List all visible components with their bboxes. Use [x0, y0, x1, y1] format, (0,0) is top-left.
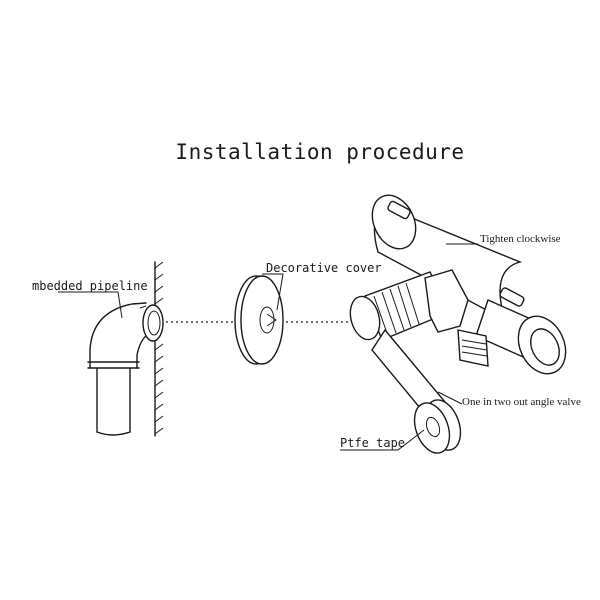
leader-ptfe-tape	[340, 429, 425, 451]
leader-decorative-cover	[262, 273, 284, 311]
wall	[154, 261, 164, 437]
label-angle-valve: One in two out angle valve	[462, 396, 581, 408]
label-ptfe-tape: Ptfe tape	[340, 436, 406, 450]
page-title: Installation procedure	[175, 140, 465, 164]
ptfe-tape-part	[371, 328, 462, 454]
leader-embedded-pipeline	[58, 291, 123, 319]
label-tighten-clockwise: Tighten clockwise	[480, 233, 561, 245]
decorative-cover-part	[234, 275, 284, 365]
angle-valve-part	[349, 194, 567, 375]
label-decorative-cover: Decorative cover	[266, 261, 382, 275]
leader-angle-valve	[437, 391, 463, 405]
label-embedded-pipeline: mbedded pipeline	[32, 279, 148, 293]
embedded-pipeline-elbow	[87, 302, 164, 436]
